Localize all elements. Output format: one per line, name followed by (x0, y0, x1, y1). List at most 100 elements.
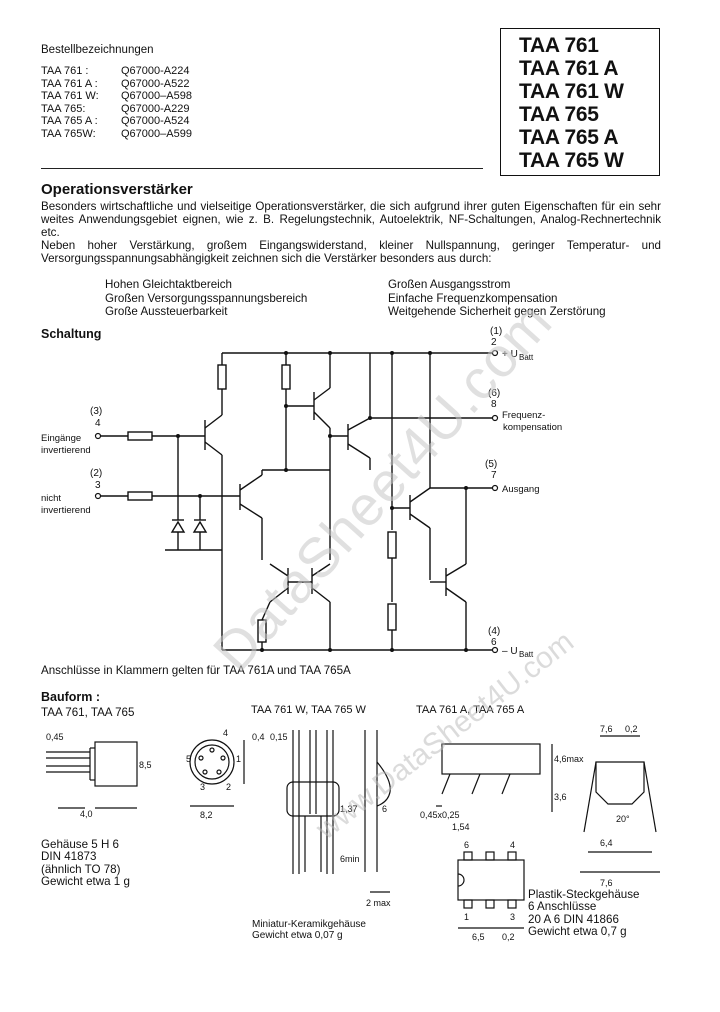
pin-out-alt: (5) (485, 459, 497, 470)
pin-note: Anschlüsse in Klammern gelten für TAA 76… (41, 664, 351, 677)
feature-item: Einfache Frequenzkompensation (388, 291, 558, 305)
pin-inv-alt: (3) (90, 406, 102, 417)
schematic-title: Schaltung (41, 327, 102, 341)
bauform-title: Bauform : (41, 690, 101, 704)
order-row: TAA 761 : Q67000-A224 (41, 65, 192, 78)
section-title: Operationsverstärker (41, 181, 193, 198)
description: Besonders wirtschaftliche und vielseitig… (41, 200, 661, 266)
order-type: TAA 765W: (41, 127, 96, 140)
pin-vbatt-pos-label: + U (502, 349, 518, 360)
dip-end-view (595, 761, 645, 805)
dip-pin-4: 4 (510, 840, 515, 850)
pin-vbatt-neg-terminal (491, 646, 499, 654)
feature-item: Großen Versorgungsspannungsbereich (105, 291, 308, 305)
pin-inv-label: Eingänge (41, 433, 81, 444)
pin-noninv-terminal (94, 492, 102, 500)
order-type: TAA 765 A : (41, 115, 98, 128)
pin-inv-terminal (94, 432, 102, 440)
dim-to78-dia: 8,5 (139, 760, 152, 770)
order-heading: Bestellbezeichnungen (41, 44, 154, 56)
to78-pin-5: 5 (186, 754, 191, 764)
type-label: TAA 765 (519, 103, 599, 126)
order-code: Q67000–A598 (121, 90, 192, 103)
dim-dip-length: 6,5 (472, 932, 485, 942)
circuit-schematic: (1) 2 + U Batt (6) 8 Frequenz- kompensat… (41, 326, 562, 659)
order-row: TAA 761 W:Q67000–A598 (41, 90, 192, 103)
order-row: TAA 765W: Q67000–A599 (41, 128, 192, 141)
dim-to78-len: 4,0 (80, 809, 93, 819)
order-code: Q67000-A229 (121, 102, 190, 115)
order-code: Q67000-A522 (121, 77, 190, 90)
type-label: TAA 765 A (519, 126, 619, 149)
desc-line: DIN 41873 (41, 850, 97, 864)
dim-to78-wire: 0,45 (46, 732, 64, 742)
pin-freq-terminal (491, 414, 499, 422)
pin-out-num: 7 (491, 470, 497, 481)
bauform-right-types: TAA 761 A, TAA 765 A (416, 704, 525, 716)
dim-ceramic-max: 2 max (366, 898, 391, 908)
dim-dip-span2: 7,6 (600, 878, 613, 888)
to78-pin-2: 2 (226, 782, 231, 792)
description-paragraph: Besonders wirtschaftliche und vielseitig… (41, 200, 661, 239)
pin-freq-label: Frequenz- (502, 410, 545, 421)
order-row: TAA 765:Q67000-A229 (41, 103, 192, 116)
to78-top-outline (189, 739, 235, 785)
pin-vbatt-pos-terminal (491, 349, 499, 357)
feature-item: Große Aussteuerbarkeit (105, 305, 228, 318)
desc-line: (ähnlich TO 78) (41, 862, 121, 876)
desc-line: Gewicht etwa 0,07 g (252, 930, 343, 941)
pin-vbatt-neg-sub: Batt (519, 650, 534, 659)
pin-inv-label2: invertierend (41, 445, 91, 456)
desc-line: 6 Anschlüsse (528, 900, 597, 914)
pin-vbatt-pos-sub: Batt (519, 353, 534, 362)
dim-ceramic-tol: 0,15 (270, 732, 288, 742)
type-label: TAA 765 W (519, 149, 624, 172)
dim-dip-height: 4,6max (554, 754, 584, 764)
bauform-middle-desc: Miniatur-Keramikgehäuse Gewicht etwa 0,0… (252, 919, 366, 941)
dim-dip-body: 3,6 (554, 792, 567, 802)
type-label: TAA 761 W (519, 80, 624, 103)
type-label: TAA 761 A (519, 57, 619, 80)
desc-line: 20 A 6 DIN 41866 (528, 912, 619, 926)
pin-out-terminal (491, 484, 499, 492)
dim-dip-pitch: 1,54 (452, 822, 470, 832)
pin-vbatt-pos-alt: (1) (490, 326, 502, 337)
feature-list: Hohen Gleichtaktbereich Großen Ausgangsst… (105, 278, 665, 319)
dim-dip-pin: 0,45x0,25 (420, 810, 460, 820)
type-label: TAA 761 (519, 34, 599, 57)
dim-ceramic-min: 6min (340, 854, 360, 864)
order-row: TAA 761 A : Q67000-A522 (41, 78, 192, 91)
feature-item: Hohen Gleichtaktbereich (105, 278, 232, 291)
to78-pin-4: 4 (223, 728, 228, 738)
pin-vbatt-neg-alt: (4) (488, 626, 500, 637)
feature-item: Weitgehende Sicherheit gegen Zerstörung (388, 305, 606, 318)
dim-ceramic-height: 6 (382, 804, 387, 814)
order-code: Q67000–A599 (121, 127, 192, 140)
to78-pin-1: 1 (236, 754, 241, 764)
desc-line: Plastik-Steckgehäuse (528, 888, 640, 901)
dip-top-body (457, 859, 525, 901)
dim-dip-span: 6,4 (600, 838, 613, 848)
description-paragraph: Neben hoher Verstärkung, großem Eingangs… (41, 238, 661, 265)
pin-freq-num: 8 (491, 399, 497, 410)
dim-dip-width-tol: 0,2 (625, 724, 638, 734)
to78-pin-3: 3 (200, 782, 205, 792)
order-type: TAA 761 : (41, 65, 89, 77)
order-type: TAA 761 A : (41, 77, 98, 90)
bauform-right-desc: Plastik-Steckgehäuse 6 Anschlüsse 20 A 6… (528, 888, 640, 939)
pin-vbatt-pos-num: 2 (491, 337, 497, 348)
order-code: Q67000-A224 (121, 65, 190, 77)
pin-vbatt-neg-label: – U (502, 646, 518, 657)
dip-pin-3: 3 (510, 912, 515, 922)
order-code: Q67000-A524 (121, 115, 190, 128)
bauform-left-desc: Gehäuse 5 H 6 DIN 41873 (ähnlich TO 78) … (41, 838, 130, 889)
dim-dip-angle: 20° (616, 814, 630, 824)
dim-ceramic-lead: 0,4 (252, 732, 265, 742)
dip-side-body (441, 743, 541, 775)
pin-inv-num: 4 (95, 418, 101, 429)
package-drawings: 0,45 4,0 8,5 8,2 5 1 2 4 3 0,4 0,15 1,37… (46, 724, 660, 942)
feature-item: Großen Ausgangsstrom (388, 278, 511, 291)
pin-noninv-alt: (2) (90, 468, 102, 479)
dip-pin-1: 1 (464, 912, 469, 922)
dim-dip-width: 7,6 (600, 724, 613, 734)
